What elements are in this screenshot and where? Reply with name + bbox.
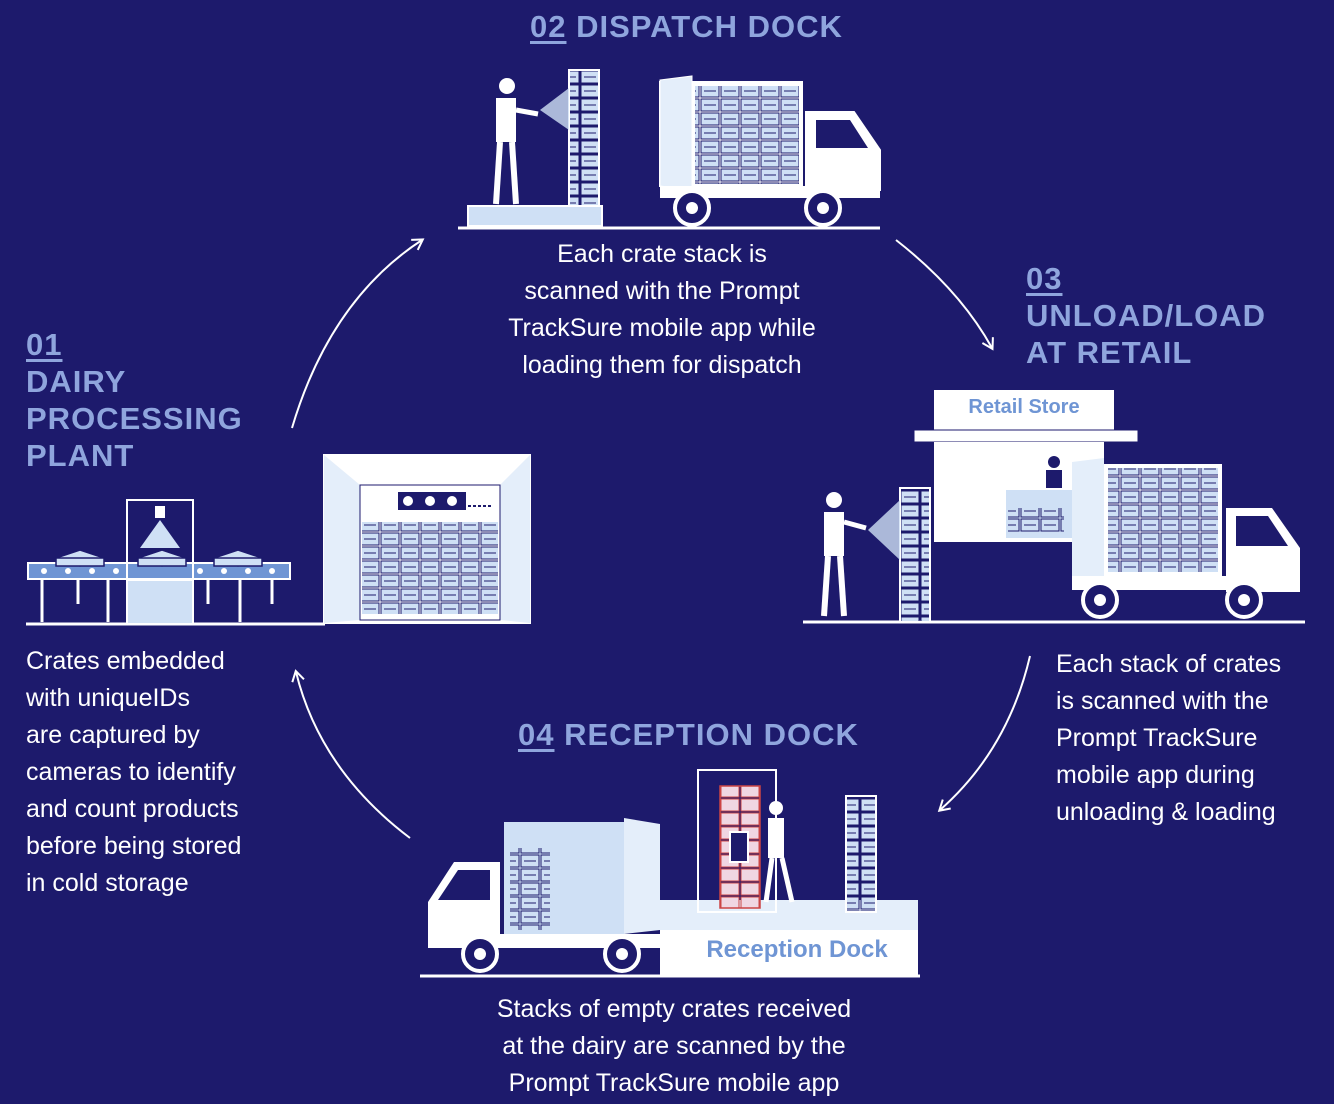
reception-dock-label: Reception Dock — [706, 936, 888, 963]
step-03-number: 03 — [1026, 261, 1063, 296]
step-01-title-line: DAIRY — [26, 364, 127, 399]
step-03-title-line: UNLOAD/LOAD — [1026, 298, 1267, 333]
truck-illustration — [659, 75, 881, 227]
step-02-description: Each crate stack is scanned with the Pro… — [462, 236, 862, 384]
step-03-description-line: Each stack of crates — [1056, 650, 1282, 678]
step-04-description: Stacks of empty crates received at the d… — [434, 991, 914, 1102]
step-01-description: Crates embedded with uniqueIDs are captu… — [26, 643, 241, 902]
retail-store-illustration — [803, 390, 1305, 624]
step-04-title-text: RECEPTION DOCK — [564, 717, 859, 752]
step-04-number: 04 — [518, 717, 555, 752]
conveyor-plant-illustration — [26, 499, 325, 626]
retail-store-label: Retail Store — [968, 396, 1080, 418]
step-01-number: 01 — [26, 327, 63, 362]
step-02-number: 02 — [530, 9, 567, 44]
step-01-description-line: and count products — [26, 795, 239, 823]
step-01-description-line: are captured by — [26, 721, 200, 749]
step-01-description-line: Crates embedded — [26, 647, 225, 675]
step-04-description-line: Prompt TrackSure mobile app — [508, 1069, 840, 1097]
step-03-title: 03 UNLOAD/LOAD AT RETAIL — [1026, 260, 1266, 371]
step-03-description-line: is scanned with the — [1056, 687, 1269, 715]
step-03-description: Each stack of crates is scanned with the… — [1056, 646, 1281, 831]
step-03-title-line: AT RETAIL — [1026, 335, 1193, 370]
step-04-description-line: at the dairy are scanned by the — [502, 1032, 846, 1060]
cold-storage-illustration — [323, 454, 531, 624]
step-01-description-line: before being stored — [26, 832, 242, 860]
step-01-description-line: with uniqueIDs — [26, 684, 190, 712]
step-04-title: 04 RECEPTION DOCK — [518, 716, 859, 753]
arrow-plant-to-dispatch — [291, 238, 425, 429]
step-02-description-line: scanned with the Prompt — [524, 277, 800, 305]
step-04-description-line: Stacks of empty crates received — [496, 995, 852, 1023]
step-02-title-text: DISPATCH DOCK — [576, 9, 843, 44]
step-03-description-line: mobile app during — [1056, 761, 1255, 789]
step-03-description-line: unloading & loading — [1056, 798, 1276, 826]
step-02-title: 02 DISPATCH DOCK — [530, 8, 843, 45]
arrow-reception-to-plant — [291, 669, 411, 839]
arrow-dispatch-to-retail — [895, 239, 994, 351]
step-01-title: 01 DAIRY PROCESSING PLANT — [26, 326, 243, 474]
step-02-description-line: Each crate stack is — [557, 240, 767, 268]
step-03-description-line: Prompt TrackSure — [1056, 724, 1258, 752]
worker-scanning-illustration — [458, 69, 880, 230]
reception-dock-illustration — [420, 769, 920, 978]
step-02-description-line: TrackSure mobile app while — [508, 314, 816, 342]
step-01-title-line: PROCESSING — [26, 401, 243, 436]
arrow-retail-to-reception — [937, 655, 1031, 812]
step-01-description-line: in cold storage — [26, 869, 189, 897]
step-01-description-line: cameras to identify — [26, 758, 236, 786]
step-01-title-line: PLANT — [26, 438, 135, 473]
step-02-description-line: loading them for dispatch — [522, 351, 802, 379]
